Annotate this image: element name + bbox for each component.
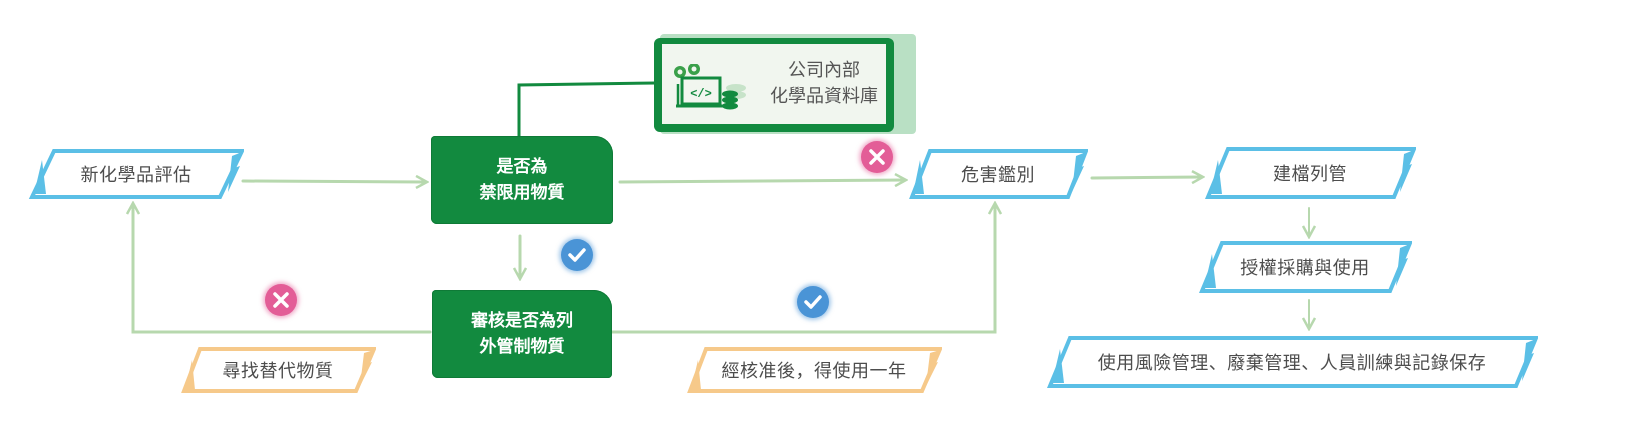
line-banned-to-db [517,81,657,140]
check-mark-icon [568,248,586,262]
arrow-hazard-to-register [1090,177,1202,178]
note-label: 經核准後，得使用一年 [721,361,907,382]
x-mark-icon [273,292,289,308]
node-label: 新化學品評估 [80,165,192,186]
note-find-alternative: 尋找替代物質 [180,346,376,394]
node-label: 是否為 禁限用物質 [479,157,565,203]
node-new-chemical-evaluation[interactable]: 新化學品評估 [28,148,244,200]
decision-is-banned-substance[interactable]: 是否為 禁限用物質 [431,136,613,224]
node-register-and-list[interactable]: 建檔列管 [1204,146,1416,200]
no-badge-exempt [265,284,297,316]
svg-text:</>: </> [690,87,712,101]
no-badge-banned [861,141,893,173]
db-inner [662,44,886,124]
node-label: 建檔列管 [1273,164,1347,185]
db-label: 公司內部 化學品資料庫 [770,60,878,107]
arrow-review-to-hazard [610,204,995,334]
node-label: 危害鑑別 [961,165,1035,186]
node-risk-waste-training-records[interactable]: 使用風險管理、廢棄管理、人員訓練與記錄保存 [1046,335,1538,389]
decision-review-exempt-controlled[interactable]: 審核是否為列 外管制物質 [432,290,612,378]
parallelogram-shape [1047,336,1538,388]
yes-badge-exempt [797,286,829,318]
parallelogram-shape [909,149,1088,199]
yes-badge-banned [561,239,593,271]
arrow-review-to-new [133,204,432,334]
note-label: 尋找替代物質 [222,361,334,382]
node-company-chemical-database[interactable]: </> 公司內部 化學品資料庫 [654,34,916,134]
note-shape [687,347,942,393]
node-hazard-identification[interactable]: 危害鑑別 [908,148,1088,200]
arrow-banned-to-hazard [618,180,905,182]
node-label: 審核是否為列 外管制物質 [471,311,573,357]
check-mark-icon [804,295,822,309]
arrow-new-to-banned [241,181,426,182]
node-authorize-purchase-use[interactable]: 授權採購與使用 [1198,240,1412,294]
parallelogram-shape [1205,147,1416,199]
node-label: 使用風險管理、廢棄管理、人員訓練與記錄保存 [1097,353,1487,374]
note-shape [181,347,376,393]
code-laptop-database-icon: </> [674,64,746,110]
parallelogram-shape [28,149,244,199]
parallelogram-shape [1199,241,1412,293]
note-approved-one-year: 經核准後，得使用一年 [686,346,942,394]
x-mark-icon [869,149,885,165]
node-label: 授權採購與使用 [1240,258,1370,279]
